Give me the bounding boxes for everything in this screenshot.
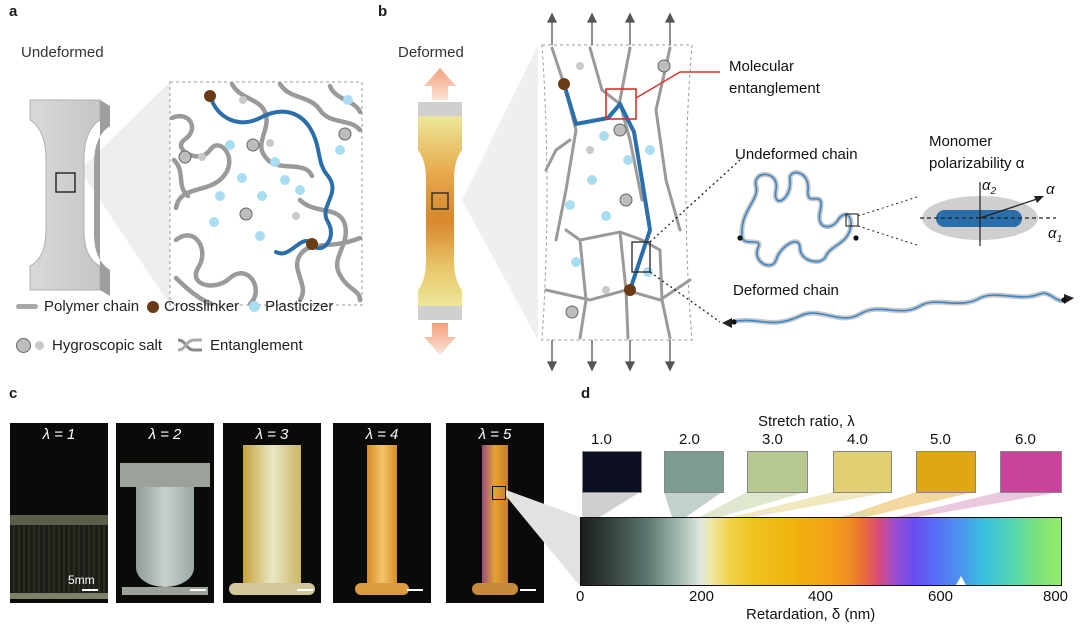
stretch-value-5: 5.0	[930, 431, 951, 448]
photo-lambda-2: λ = 2	[116, 423, 214, 603]
colorbar-marker	[956, 576, 966, 585]
crosslinker-b2	[624, 284, 636, 296]
panel-label-c: c	[9, 385, 18, 402]
swatch-lambda-6	[1000, 451, 1062, 493]
entanglement-highlight-box	[605, 88, 637, 120]
swatch-lambda-5	[916, 451, 976, 493]
salt-anion-icon	[35, 340, 44, 350]
crosslinker-a2	[306, 238, 318, 250]
salts-b	[565, 59, 671, 319]
stretch-value-6: 6.0	[1015, 431, 1036, 448]
deformed-chain-label: Deformed chain	[733, 282, 839, 299]
retardation-colorbar	[580, 517, 1062, 586]
panel-label-b: b	[378, 3, 388, 20]
photo-label: λ = 1	[42, 426, 76, 443]
salt-cation-icon	[16, 337, 31, 353]
panel-b-illustration	[418, 12, 1074, 372]
photo-lambda-4: λ = 4	[333, 423, 431, 603]
stretch-value-3: 3.0	[762, 431, 783, 448]
legend-row-1: Polymer chain Crosslinker Plasticizer	[16, 298, 333, 315]
zoom-box-b	[431, 192, 449, 210]
pull-arrow-up	[424, 68, 456, 100]
photo-label: λ = 4	[365, 426, 399, 443]
swatch-lambda-2	[664, 451, 724, 493]
axis-tick-600: 600	[928, 588, 954, 605]
legend-polymer-chain: Polymer chain	[44, 298, 140, 315]
molecular-entanglement-label: Molecular entanglement	[729, 58, 820, 97]
crosslinker-a1	[204, 90, 216, 102]
plasticizer-icon	[249, 301, 261, 312]
swatch-lambda-4	[833, 451, 892, 493]
axis-tick-400: 400	[808, 588, 834, 605]
entanglement-callout-line	[635, 71, 720, 99]
photo-lambda-3: λ = 3	[223, 423, 321, 603]
swatch-lambda-1	[582, 451, 642, 493]
highlighted-chain-b	[562, 82, 653, 292]
panel-a-illustration	[29, 81, 363, 307]
undeformed-title: Undeformed	[21, 44, 104, 61]
zoom-box-a	[55, 172, 76, 193]
deformed-chain-line	[729, 292, 1067, 324]
salts-a	[178, 96, 352, 221]
zoom-cone-b	[462, 45, 538, 340]
stretch-value-2: 2.0	[679, 431, 700, 448]
pulling-arrows-b	[546, 12, 676, 372]
undeformed-chain-coil	[741, 171, 852, 266]
entanglement-icon	[177, 338, 203, 352]
alpha2-label: α2	[982, 177, 997, 197]
crosslinker-icon	[147, 300, 160, 313]
deformed-specimen	[418, 116, 462, 306]
axis-tick-200: 200	[689, 588, 715, 605]
legend-entanglement: Entanglement	[210, 336, 303, 354]
legend-crosslinker: Crosslinker	[164, 298, 240, 315]
network-box-b	[541, 44, 693, 341]
stretch-value-4: 4.0	[847, 431, 868, 448]
panel-label-a: a	[9, 3, 18, 20]
axis-tick-0: 0	[576, 588, 585, 605]
photo-lambda-1: λ = 1 5mm	[10, 423, 108, 603]
swatch-lambda-3	[747, 451, 808, 493]
zoom-cone-a	[80, 82, 170, 305]
polymer-chain-icon	[16, 304, 38, 309]
alpha-label: α	[1046, 181, 1055, 198]
retardation-axis-label: Retardation, δ (nm)	[746, 606, 876, 623]
photo-label: λ = 5	[478, 426, 512, 443]
legend-hygroscopic-salt: Hygroscopic salt	[52, 336, 163, 354]
alpha1-label: α1	[1048, 225, 1063, 245]
undeformed-chain-label: Undeformed chain	[735, 146, 858, 163]
axis-tick-800: 800	[1043, 588, 1069, 605]
monomer-polarizability-label: Monomer polarizability α	[929, 133, 1025, 172]
scale-bar	[82, 589, 98, 591]
pull-arrow-down	[424, 323, 456, 355]
deformed-title: Deformed	[398, 44, 464, 61]
stretch-value-1: 1.0	[591, 431, 612, 448]
legend-plasticizer: Plasticizer	[265, 298, 334, 315]
stretch-ratio-title: Stretch ratio, λ	[758, 413, 855, 430]
scale-bar-label: 5mm	[68, 573, 95, 587]
panel-label-d: d	[581, 385, 591, 402]
plasticizers-a	[209, 95, 353, 241]
legend-row-2: Hygroscopic salt Entanglement	[16, 336, 303, 354]
photo-label: λ = 3	[255, 426, 289, 443]
crosslinker-b1	[558, 78, 570, 90]
photo-label: λ = 2	[148, 426, 182, 443]
chain-zoom-box	[631, 241, 651, 273]
